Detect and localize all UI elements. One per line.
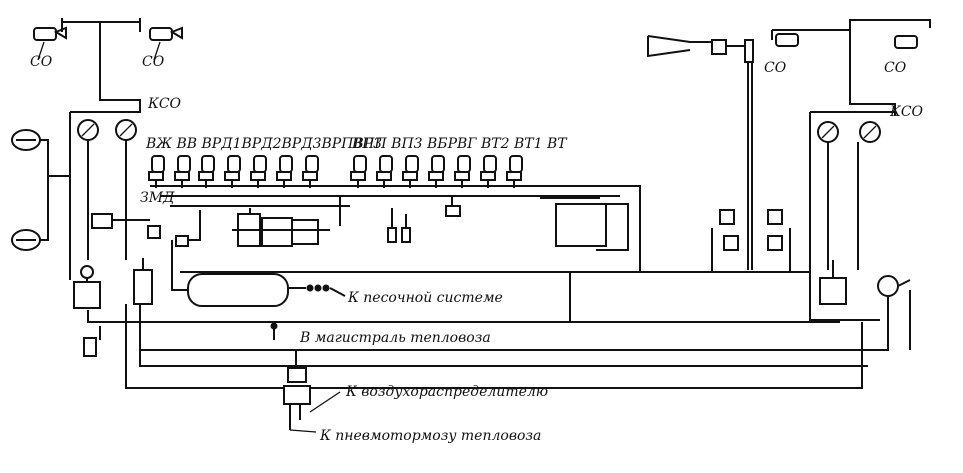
valve-left-low xyxy=(83,337,97,357)
label-co-4: СО xyxy=(884,60,907,76)
valve-row-1-valve-3 xyxy=(198,155,215,188)
valve-row-2-valve-4 xyxy=(428,155,445,188)
callout-air-distributor: К воздухораспределителю xyxy=(345,384,548,400)
control-block xyxy=(555,203,607,247)
left-crane-valves xyxy=(73,258,153,357)
pipe-runs xyxy=(87,271,868,389)
label-co-2: СО xyxy=(142,54,165,70)
manifold-lines xyxy=(91,185,641,273)
horn-co-2 xyxy=(149,26,183,41)
valve-row-1-valve-6 xyxy=(276,155,293,188)
brake-valve-left xyxy=(73,281,101,309)
reservoir-small xyxy=(91,213,113,229)
label-co-1: СО xyxy=(30,54,53,70)
relay-block-2 xyxy=(261,217,293,247)
label-co-3: СО xyxy=(764,60,787,76)
horn-co-1 xyxy=(33,26,67,41)
valve-small-2 xyxy=(147,225,161,239)
main-reservoir xyxy=(171,240,346,307)
distributor-branch xyxy=(283,350,341,433)
label-kso-right: КСО xyxy=(889,104,924,120)
signal-group-left: СО СО КСО xyxy=(30,18,183,112)
callout-main-line: В магистраль тепловоза xyxy=(299,330,491,346)
reducer-right xyxy=(877,275,899,297)
valve-bank: ВЖ ВВ ВРД1ВРД2ВРД3ВРПВР3 ВПП ВП3 ВБРВГ В… xyxy=(140,136,568,206)
relay-block-3 xyxy=(291,219,319,245)
label-valve-row-1: ВЖ ВВ ВРД1ВРД2ВРД3ВРПВР3 xyxy=(145,136,382,152)
left-panel xyxy=(11,100,141,280)
callout-sand: К песочной системе xyxy=(347,290,503,306)
valve-row-1 xyxy=(148,155,319,188)
valve-row-2-valve-7 xyxy=(506,155,523,188)
label-valve-row-2: ВПП ВП3 ВБРВГ ВТ2 ВТ1 ВТ xyxy=(351,136,568,152)
valve-row-2-valve-2 xyxy=(376,155,393,188)
brake-valve-right xyxy=(819,277,847,305)
callout-pneumo-brake: К пневмотормозу тепловоза xyxy=(319,428,541,444)
valve-row-2-valve-6 xyxy=(480,155,497,188)
valve-small-1 xyxy=(175,235,189,247)
valve-row-1-valve-2 xyxy=(174,155,191,188)
valve-row-1-valve-1 xyxy=(148,155,165,188)
valve-row-2-valve-3 xyxy=(402,155,419,188)
valve-row-1-valve-4 xyxy=(224,155,241,188)
right-panel xyxy=(140,62,911,351)
valve-row-1-valve-7 xyxy=(302,155,319,188)
signal-group-right: СО СО КСО xyxy=(647,19,931,120)
valve-row-2 xyxy=(350,155,523,188)
label-kso-left: КСО xyxy=(147,96,182,112)
reducer-left xyxy=(133,269,153,305)
valve-row-2-valve-5 xyxy=(454,155,471,188)
label-zmd: ЗМД xyxy=(140,190,175,206)
valve-row-2-valve-1 xyxy=(350,155,367,188)
valve-row-1-valve-5 xyxy=(250,155,267,188)
